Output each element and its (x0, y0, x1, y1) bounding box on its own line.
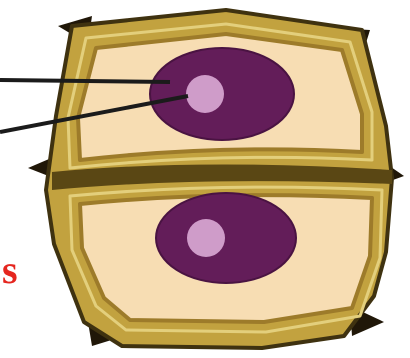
bottom-cell-nucleus (156, 193, 296, 283)
bottom-cell-nucleolus (187, 219, 225, 257)
top-cell-nucleolus (186, 75, 224, 113)
nucleus-pointer-line (0, 80, 170, 82)
cut-off-label: s (2, 247, 18, 292)
bottom-cell (70, 187, 382, 332)
